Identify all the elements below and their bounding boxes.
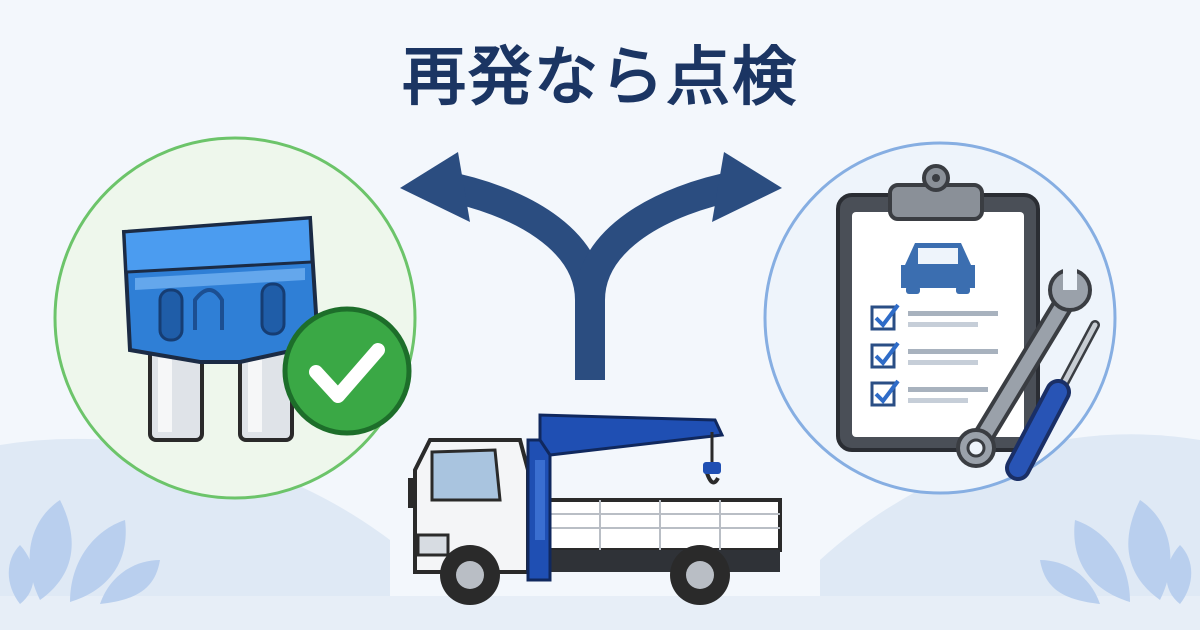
inspection-panel [763,141,1117,495]
clipboard-icon [836,164,1040,452]
screwdriver-icon [1005,320,1100,481]
branching-arrow-icon [400,152,782,380]
leaf-decoration-left [8,500,160,604]
leaf-decoration-right [1040,500,1192,604]
wrench-icon [956,268,1092,468]
checkmark-icon [282,306,412,436]
fuse-panel [53,136,417,500]
checklist [870,303,998,407]
crane-truck-icon [408,413,782,605]
fuse-icon [121,215,321,442]
page-title: 再発なら点検 [402,41,798,115]
car-icon [901,243,975,294]
